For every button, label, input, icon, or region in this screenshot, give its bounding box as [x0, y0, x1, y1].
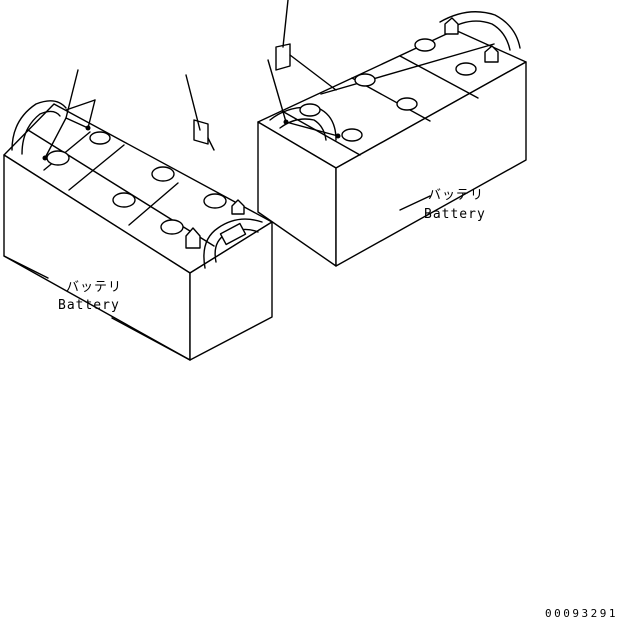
battery-right-label-jp: バッテリ: [428, 188, 484, 203]
battery-right-label-plate: [275, 43, 291, 71]
battery-right-side: [335, 61, 527, 267]
battery-left-side: [189, 221, 273, 361]
battery-right-label-en: Battery: [424, 207, 486, 222]
battery-left-label-plate: [193, 119, 209, 145]
battery-left: バッテリ Battery: [3, 69, 273, 361]
battery-left-label-en: Battery: [58, 298, 120, 313]
drawing-code: 00093291: [545, 607, 618, 620]
battery-right: バッテリ Battery: [257, 0, 527, 267]
battery-left-label-jp: バッテリ: [66, 280, 122, 295]
